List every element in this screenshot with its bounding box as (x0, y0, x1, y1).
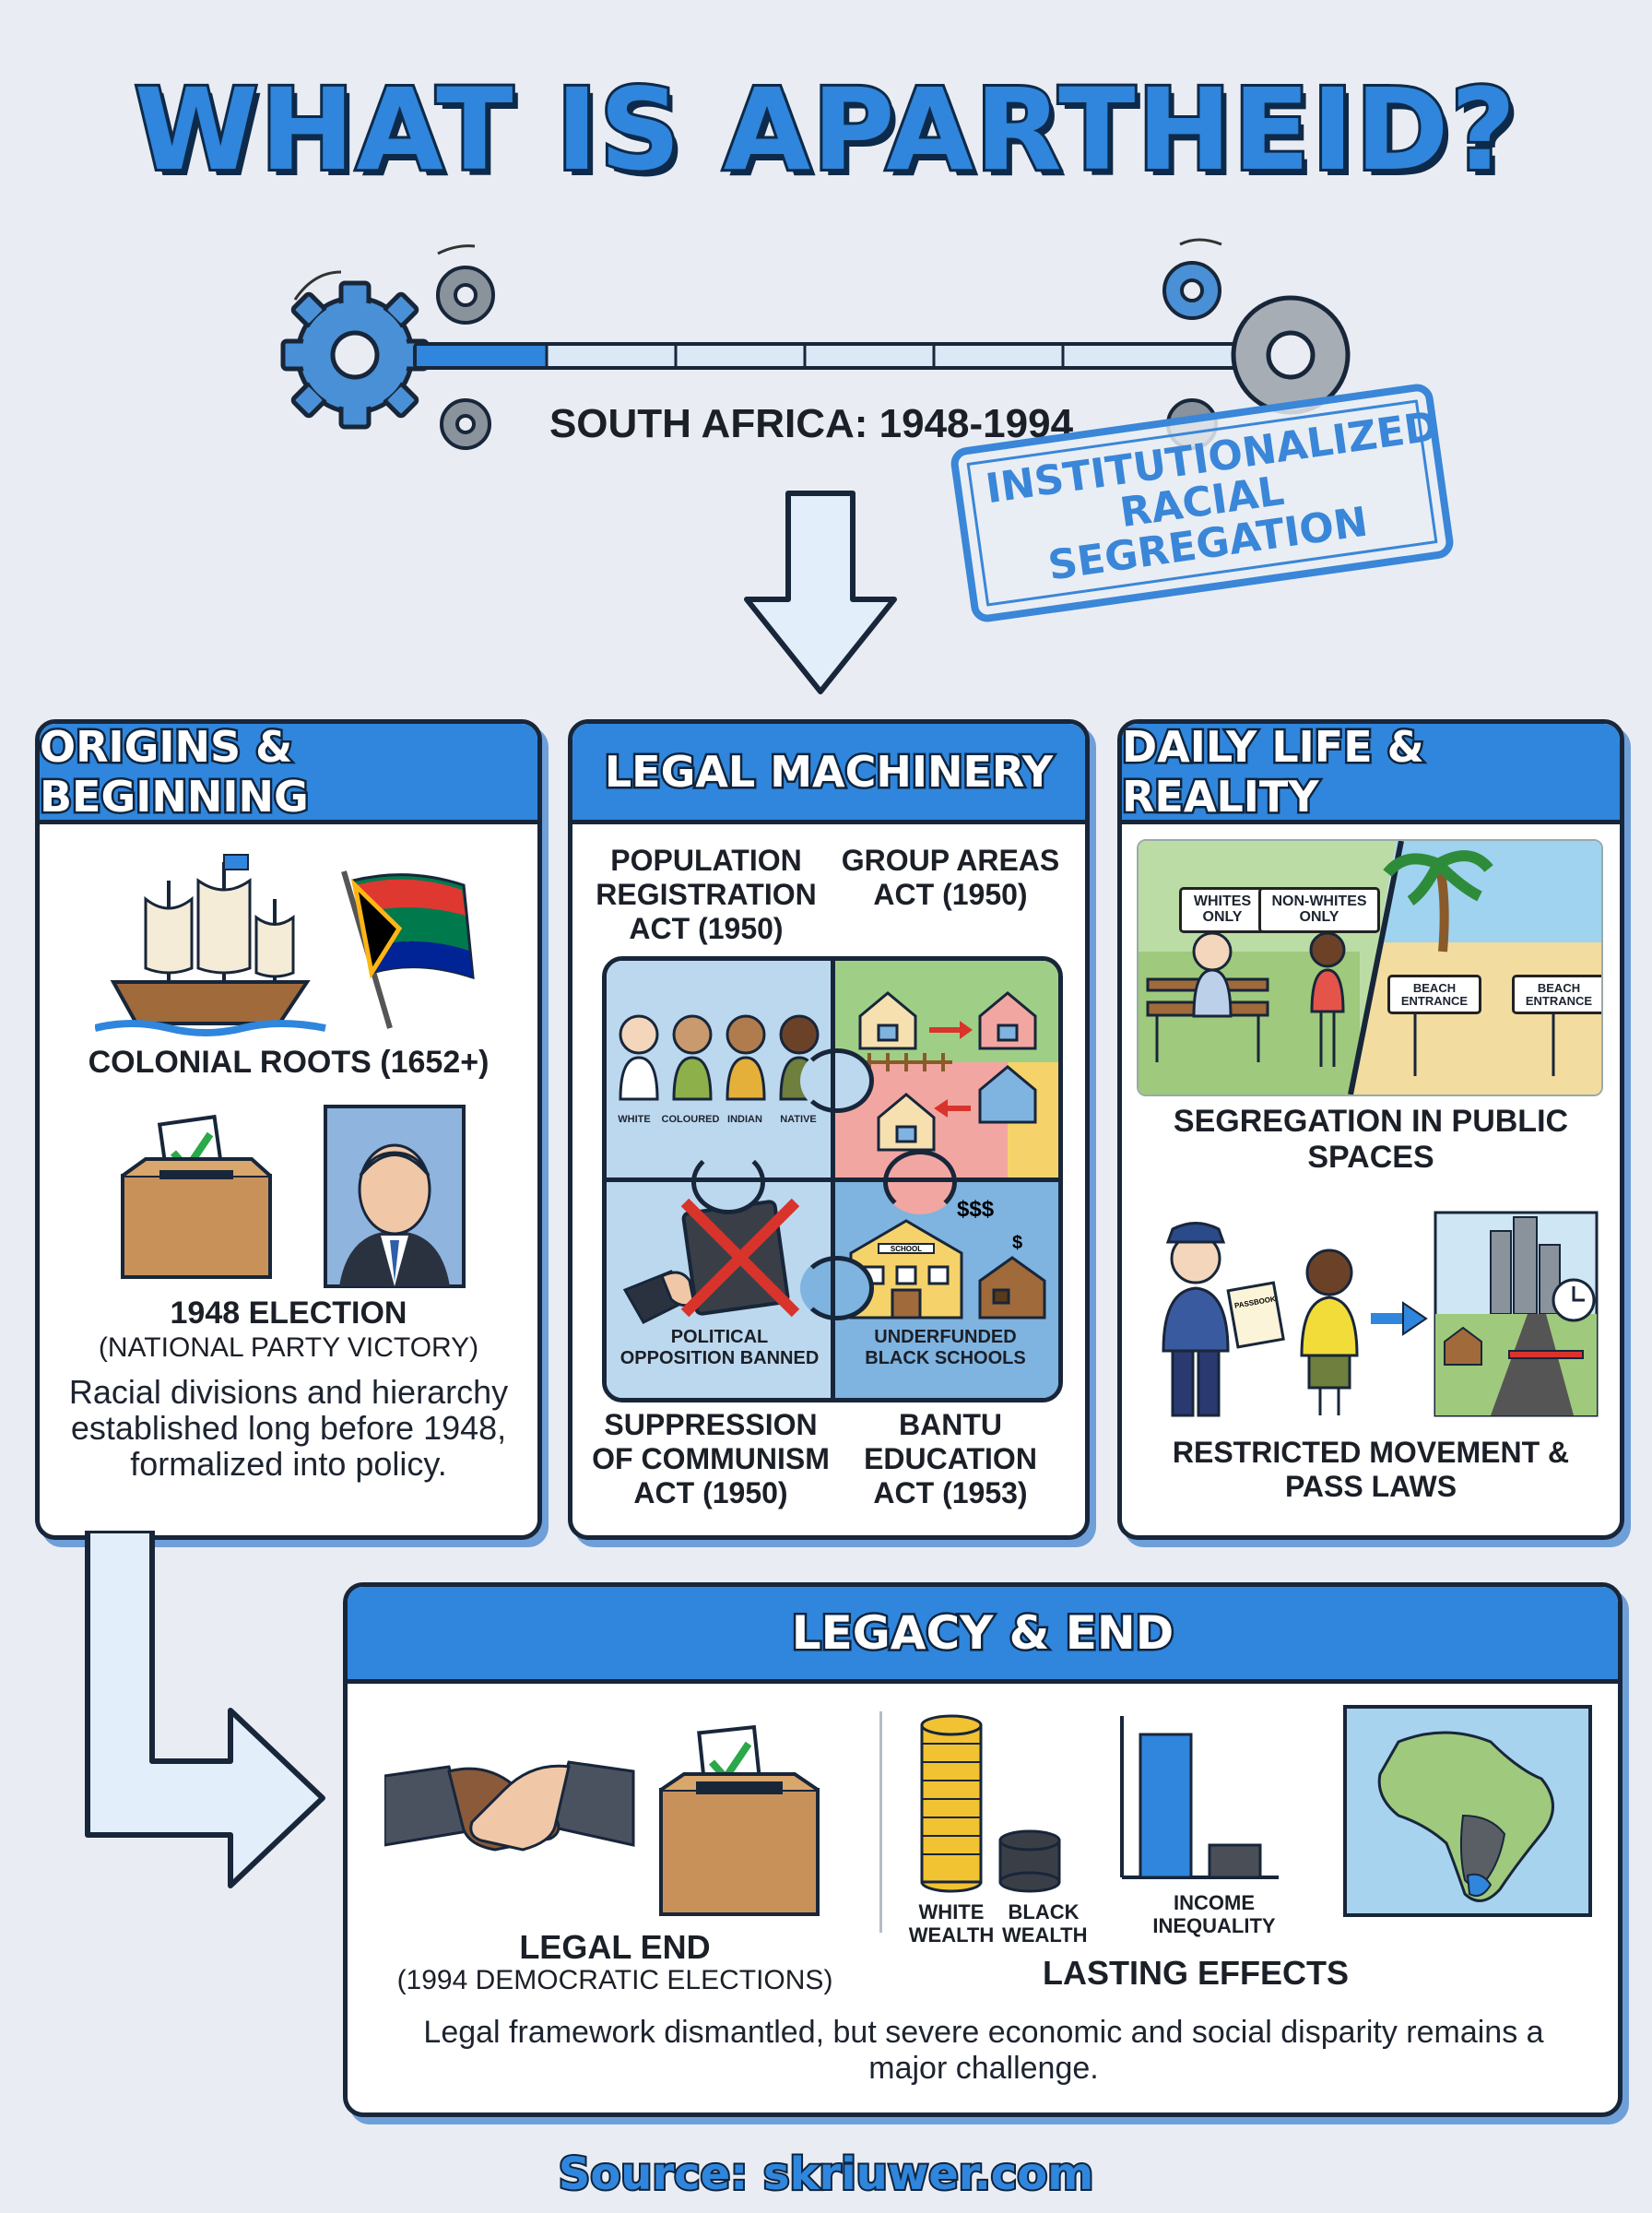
flow-arrow-icon (85, 1531, 325, 1888)
handshake-icon (384, 1760, 635, 1852)
non-whites-only-sign: NON-WHITES ONLY (1258, 887, 1380, 933)
legal-panel: LEGAL MACHINERY POPULATION REGISTRATION … (568, 719, 1090, 1540)
origins-panel: ORIGINS & BEGINNING COLONIAL ROOTS (1652… (35, 719, 542, 1540)
source-credit: Source: skriuwer.com (557, 2147, 1096, 2202)
school-sign-text: SCHOOL (891, 1245, 922, 1253)
south-africa-flag-icon (341, 870, 475, 1029)
banned-book-icon (622, 1198, 800, 1324)
puzzle-suppression-piece: POLITICAL OPPOSITION BANNED (607, 1179, 832, 1398)
page-title: WHAT IS APARTHEID? (132, 62, 1519, 198)
whites-only-sign: WHITES ONLY (1179, 887, 1266, 933)
colonial-illustration (95, 854, 475, 1036)
legal-header: LEGAL MACHINERY (572, 724, 1085, 824)
legacy-body: Legal framework dismantled, but severe e… (423, 2015, 1544, 2087)
lasting-effects-label: LASTING EFFECTS (1043, 1954, 1349, 1992)
race-label-native: NATIVE (780, 1114, 817, 1125)
origins-body: Racial divisions and hierarchy establish… (68, 1373, 509, 1483)
legal-end-subtitle: (1994 DEMOCRATIC ELECTIONS) (396, 1965, 833, 1995)
income-bar-chart-icon (1120, 1716, 1279, 1879)
segregation-label: SEGREGATION IN PUBLIC SPACES (1173, 1104, 1569, 1176)
small-gear-icon (436, 266, 495, 450)
white-wealth-label: WHITE WEALTH (908, 1900, 995, 1947)
suppression-act-label: SUPPRESSION OF COMMUNISM ACT (1950) (592, 1408, 830, 1509)
houses-relocation-icon (858, 991, 1037, 1152)
ballot-box-icon (659, 1724, 820, 1916)
origins-heading: ORIGINS & BEGINNING (40, 722, 311, 824)
colonial-roots-label: COLONIAL ROOTS (1652+) (88, 1045, 490, 1080)
bantu-act-label: BANTU EDUCATION ACT (1953) (864, 1408, 1037, 1509)
puzzle-grid: WHITE COLOURED INDIAN NATIVE (602, 956, 1063, 1402)
origins-header: ORIGINS & BEGINNING (40, 724, 537, 824)
wealth-illustration (920, 1714, 1279, 1893)
population-registration-label: POPULATION REGISTRATION ACT (1950) (596, 844, 817, 945)
citizen-icon (1300, 1249, 1359, 1415)
township-scene-icon (1434, 1211, 1599, 1417)
daily-heading: DAILY LIFE & REALITY (1122, 722, 1426, 824)
income-inequality-label: INCOME INEQUALITY (1152, 1891, 1276, 1938)
timeline-gears-graphic (280, 238, 1351, 450)
election-illustration (121, 1105, 466, 1288)
race-label-white: WHITE (618, 1114, 651, 1125)
black-coins-icon (998, 1829, 1061, 1893)
pass-laws-illustration: PASSBOOK (1162, 1211, 1599, 1417)
race-label-indian: INDIAN (727, 1114, 762, 1125)
palm-tree-icon (1383, 850, 1493, 953)
ship-icon (95, 854, 326, 1036)
schools-icon: SCHOOL $$$ $ (849, 1198, 1046, 1320)
movement-label: RESTRICTED MOVEMENT & PASS LAWS (1172, 1436, 1570, 1503)
police-officer-icon (1162, 1222, 1230, 1417)
politician-portrait-icon (324, 1105, 466, 1288)
election-subtitle: (NATIONAL PARTY VICTORY) (98, 1332, 479, 1363)
ballot-box-icon (121, 1114, 272, 1279)
legacy-heading: LEGACY & END (789, 1604, 1176, 1663)
group-areas-label: GROUP AREAS ACT (1950) (841, 844, 1060, 911)
legal-heading: LEGAL MACHINERY (602, 745, 1055, 799)
right-gear-icon (1162, 261, 1351, 450)
public-spaces-scene: WHITES ONLY NON-WHITES ONLY BEACH ENTRAN… (1137, 839, 1603, 1096)
race-figures-icon (619, 1014, 820, 1101)
beach-entrance-sign-1: BEACH ENTRANCE (1387, 975, 1481, 1015)
race-label-coloured: COLOURED (661, 1114, 720, 1125)
gold-coins-icon (920, 1714, 983, 1893)
legacy-header: LEGACY & END (348, 1587, 1618, 1684)
daily-header: DAILY LIFE & REALITY (1122, 724, 1620, 824)
beach-entrance-sign-2: BEACH ENTRANCE (1512, 975, 1601, 1015)
money-small-text: $ (1012, 1233, 1022, 1253)
legal-end-illustration (384, 1724, 820, 1916)
opposition-banned-label: POLITICAL OPPOSITION BANNED (620, 1327, 820, 1368)
underfunded-schools-label: UNDERFUNDED BLACK SCHOOLS (865, 1327, 1026, 1368)
timeline-label: SOUTH AFRICA: 1948-1994 (549, 401, 1074, 446)
daily-panel: DAILY LIFE & REALITY WHITES ONLY NON-WHI… (1117, 719, 1624, 1540)
legacy-panel: LEGACY & END LEGAL END (1994 DEMOCRATIC … (343, 1582, 1622, 2117)
africa-map-icon (1343, 1705, 1592, 1917)
segregated-park-beach-illustration (1139, 841, 1601, 1095)
election-title: 1948 ELECTION (170, 1296, 407, 1331)
puzzle-population-piece: WHITE COLOURED INDIAN NATIVE (607, 961, 832, 1179)
legal-end-title: LEGAL END (519, 1928, 711, 1966)
left-gear-icon (280, 280, 430, 430)
legacy-divider (879, 1711, 882, 1933)
money-big-text: $$$ (957, 1198, 995, 1222)
black-wealth-label: BLACK WEALTH (1002, 1900, 1088, 1947)
down-arrow-icon (744, 491, 897, 694)
